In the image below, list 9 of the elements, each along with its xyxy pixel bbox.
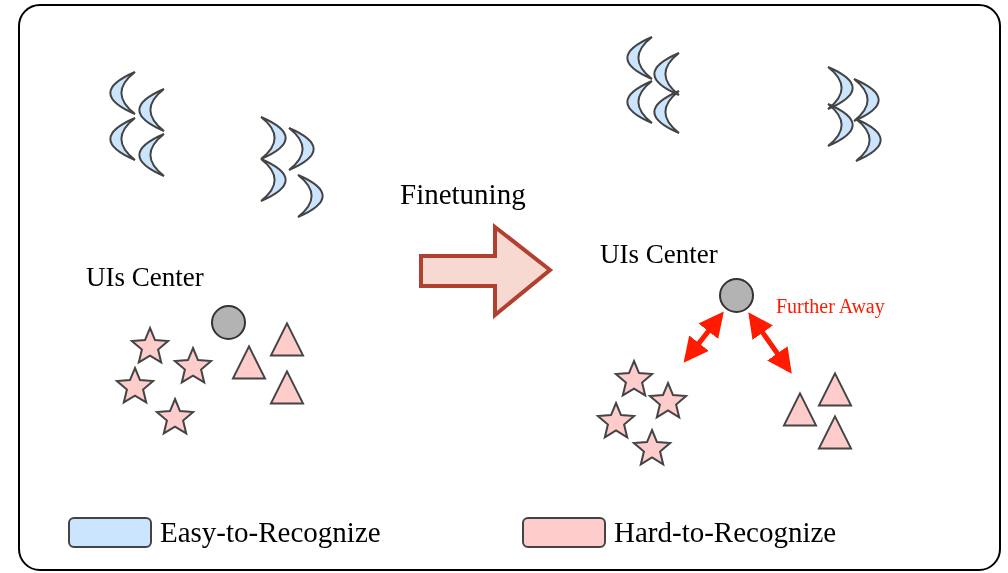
double-arrow (748, 312, 792, 374)
step-label: Finetuning (400, 180, 526, 209)
center-label: UIs Center (86, 264, 204, 291)
center-label: UIs Center (600, 241, 718, 268)
edge-label: Further Away (776, 296, 885, 316)
triangle-cluster (783, 373, 853, 449)
legend-text: Hard-to-Recognize (614, 518, 837, 547)
legend-text: Easy-to-Recognize (160, 518, 381, 547)
double-arrow (683, 311, 724, 363)
